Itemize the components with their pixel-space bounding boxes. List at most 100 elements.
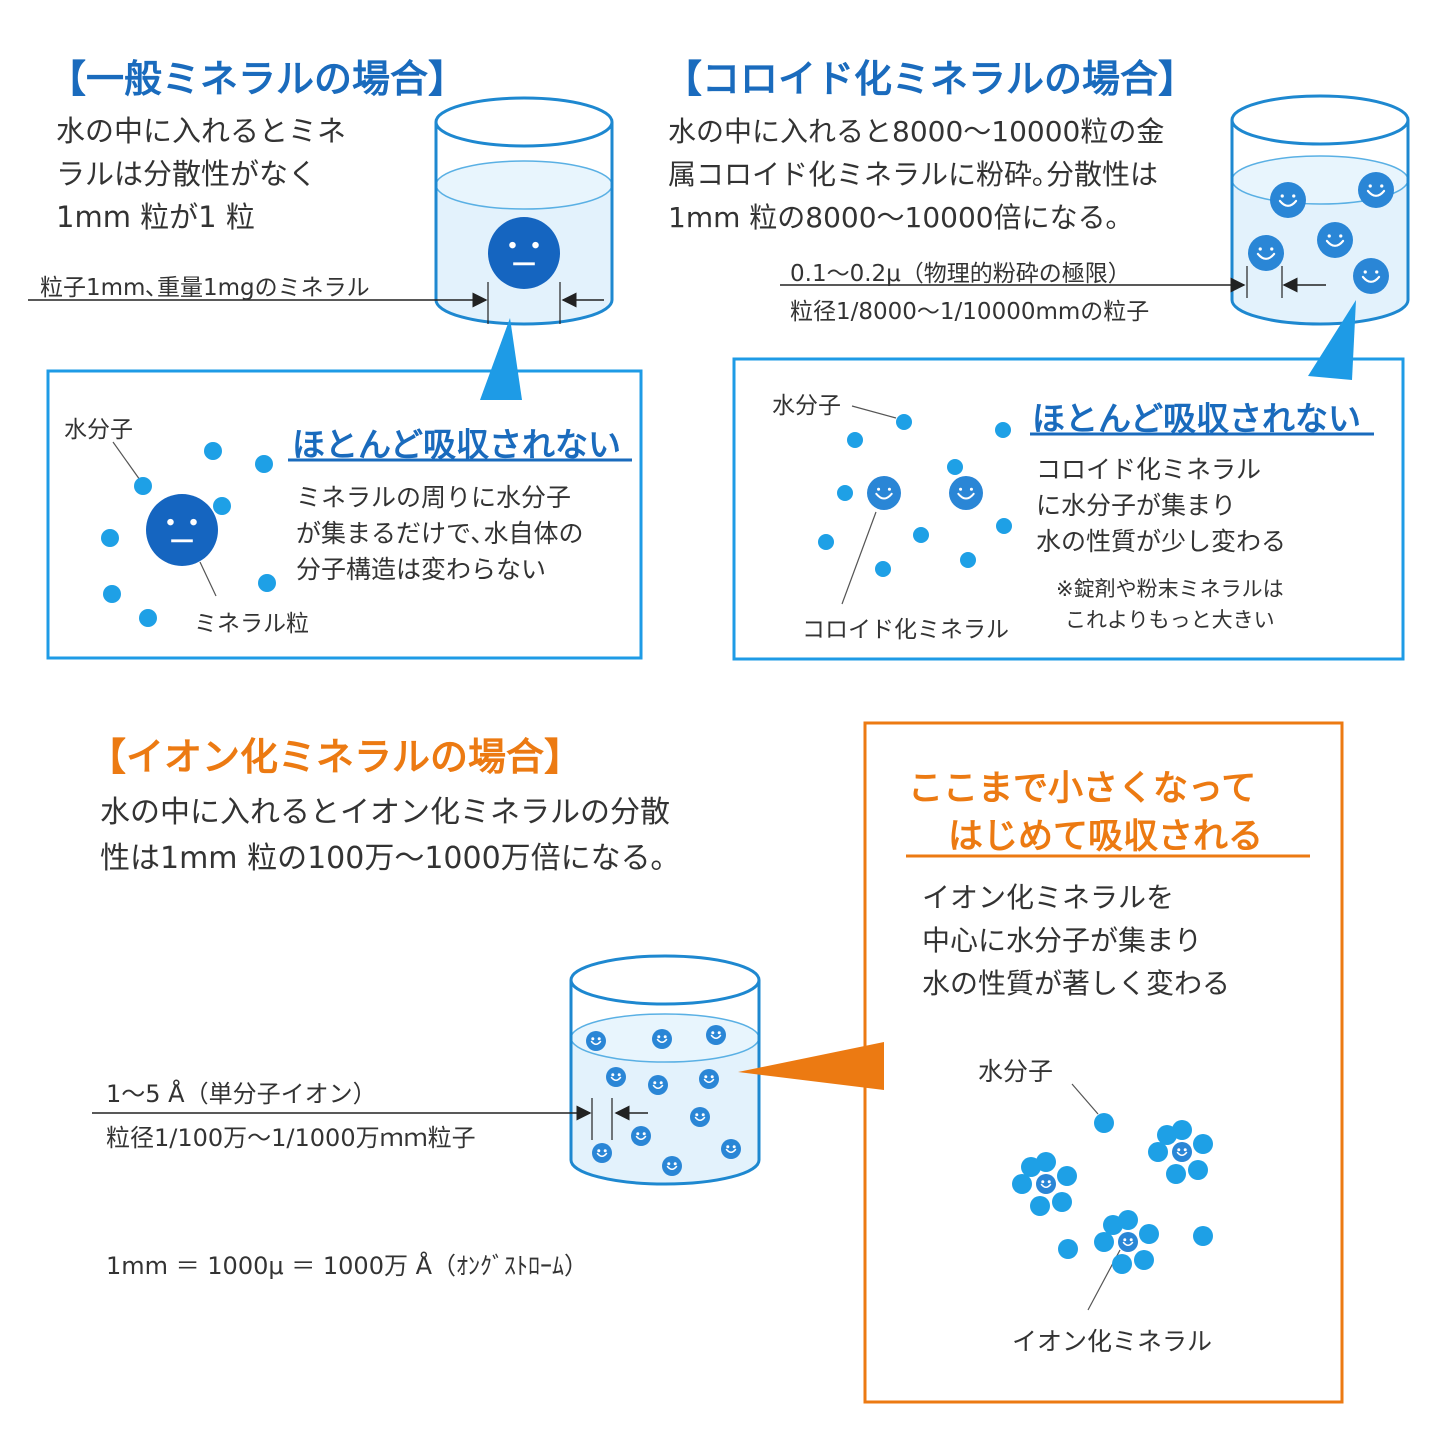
face-mouth (1040, 1183, 1052, 1188)
face-circle (949, 476, 983, 510)
colloid-box-desc-line: 水の性質が少し変わる (1036, 527, 1287, 556)
face-circle (721, 1139, 741, 1159)
face-eye (667, 1162, 671, 1166)
face-mouth (725, 1148, 737, 1153)
face-eye (611, 1073, 615, 1077)
water-molecule-dot (1188, 1160, 1208, 1180)
water-molecule-dot (1057, 1166, 1077, 1186)
face-eye (659, 1081, 663, 1085)
face-mouth (1122, 1241, 1134, 1246)
face-eye (1380, 184, 1384, 188)
colloid-heading: 【コロイド化ミネラルの場合】 (664, 57, 1197, 101)
face-eye (1280, 194, 1284, 198)
face-circle (586, 1031, 606, 1051)
ion-cluster-mineral-face-icon (1036, 1174, 1056, 1194)
colloid-dimension-label-1: 0.1～0.2μ（物理的粉砕の極限） (790, 261, 1131, 287)
water-molecule-dot (1094, 1113, 1114, 1133)
water-molecule-dot (213, 497, 231, 515)
face-circle (867, 476, 901, 510)
face-mouth (703, 1078, 715, 1083)
ion-water-label: 水分子 (978, 1057, 1054, 1086)
water-molecule-dot (837, 485, 853, 501)
face-mouth (1278, 199, 1298, 207)
face-circle (606, 1067, 626, 1087)
colloid-box-mineral-face-icon (867, 476, 901, 510)
colloid-description: 水の中に入れると8000～10000粒の金 属コロイド化ミネラルに粉砕｡分散性は… (668, 110, 1164, 239)
face-mouth (596, 1152, 608, 1157)
water-molecule-dot (1148, 1142, 1168, 1162)
ion-beaker-mineral-face-icon (690, 1107, 710, 1127)
general-water-leader (112, 441, 141, 481)
colloid-water-leader (851, 405, 897, 419)
face-eye (969, 487, 973, 491)
face-mouth (666, 1165, 678, 1170)
colloid-note-line: これよりもっと大きい (1065, 608, 1275, 632)
general-water-label: 水分子 (64, 417, 133, 443)
face-circle (1036, 1174, 1056, 1194)
general-desc-line: ラルは分散性がなく (56, 157, 318, 191)
beaker-rim (569, 954, 761, 1006)
general-box-desc-line: ミネラルの周りに水分子 (296, 483, 572, 512)
face-mouth (1176, 1151, 1188, 1156)
water-molecule-dot (1052, 1192, 1072, 1212)
face-mouth (710, 1034, 722, 1039)
face-eye (717, 1031, 721, 1035)
water-molecule-dot (875, 561, 891, 577)
colloid-box-mineral-face-icon (949, 476, 983, 510)
face-mouth (1361, 275, 1381, 283)
ion-dimension-label-1: 1～5 Å（単分子イオン） (106, 1080, 377, 1108)
face-circle (662, 1156, 682, 1176)
water-molecule-dot (1094, 1232, 1114, 1252)
general-heading: 【一般ミネラルの場合】 (48, 57, 467, 101)
face-eye (1047, 1180, 1051, 1184)
face-eye (877, 487, 881, 491)
general-box-desc-line: 分子構造は変わらない (296, 555, 547, 584)
general-pointer-triangle (480, 318, 522, 400)
water-molecule-dot (1112, 1254, 1132, 1274)
general-mineral-label: ミネラル粒 (194, 611, 309, 637)
ion-cluster-mineral-face-icon (1118, 1232, 1138, 1252)
leader-lines (28, 266, 1326, 1311)
face-mouth (590, 1040, 602, 1045)
face-circle (1353, 258, 1389, 294)
colloid-desc-line: 1mm 粒の8000～10000倍になる｡ (668, 201, 1120, 234)
water-molecule-dot (134, 477, 152, 495)
face-eye (190, 518, 197, 526)
face-circle (1317, 222, 1353, 258)
colloid-dimension-label-2: 粒径1/8000～1/10000mmの粒子 (790, 299, 1150, 325)
face-circle (1172, 1142, 1192, 1162)
ion-box-description: イオン化ミネラルを 中心に水分子が集まり 水の性質が著しく変わる (922, 876, 1230, 1005)
face-eye (657, 1035, 661, 1039)
face-eye (1363, 270, 1367, 274)
face-eye (704, 1075, 708, 1079)
face-eye (1292, 194, 1296, 198)
ion-desc-line: 性は1mm 粒の100万～1000万倍になる｡ (100, 841, 666, 876)
beaker-base (434, 299, 614, 326)
colloid-box-note: ※錠剤や粉末ミネラルは これよりもっと大きい (1056, 574, 1284, 636)
colloid-box-title: ほとんど吸収されない (1032, 399, 1362, 438)
face-mouth (694, 1116, 706, 1121)
face-circle (592, 1143, 612, 1163)
face-eye (532, 241, 539, 249)
face-eye (167, 518, 174, 526)
face-eye (701, 1113, 705, 1117)
face-mouth (635, 1135, 647, 1140)
water-molecule-dot (139, 609, 157, 627)
face-circle (631, 1126, 651, 1146)
colloid-note-line: ※錠剤や粉末ミネラルは (1056, 577, 1284, 601)
face-eye (673, 1162, 677, 1166)
general-box-desc-line: が集まるだけで､水自体の (296, 519, 584, 548)
unit-conversion: 1mm ＝ 1000μ ＝ 1000万 Å（ｵﾝｸﾞｽﾄﾛｰﾑ） (106, 1252, 589, 1280)
colloid-box-desc-line: に水分子が集まり (1036, 491, 1237, 520)
face-mouth (875, 492, 893, 500)
water-molecule-dot (913, 527, 929, 543)
general-mineral-leader (199, 561, 217, 597)
face-eye (603, 1149, 607, 1153)
water-molecule-dot (258, 574, 276, 592)
colloid-beaker-mineral-face-icon (1270, 182, 1306, 218)
face-circle (1248, 235, 1284, 271)
beaker-water-surface (435, 160, 613, 210)
face-eye (1123, 1238, 1127, 1242)
ion-box-desc-line: 中心に水分子が集まり (922, 924, 1203, 957)
face-mouth (1325, 239, 1345, 247)
